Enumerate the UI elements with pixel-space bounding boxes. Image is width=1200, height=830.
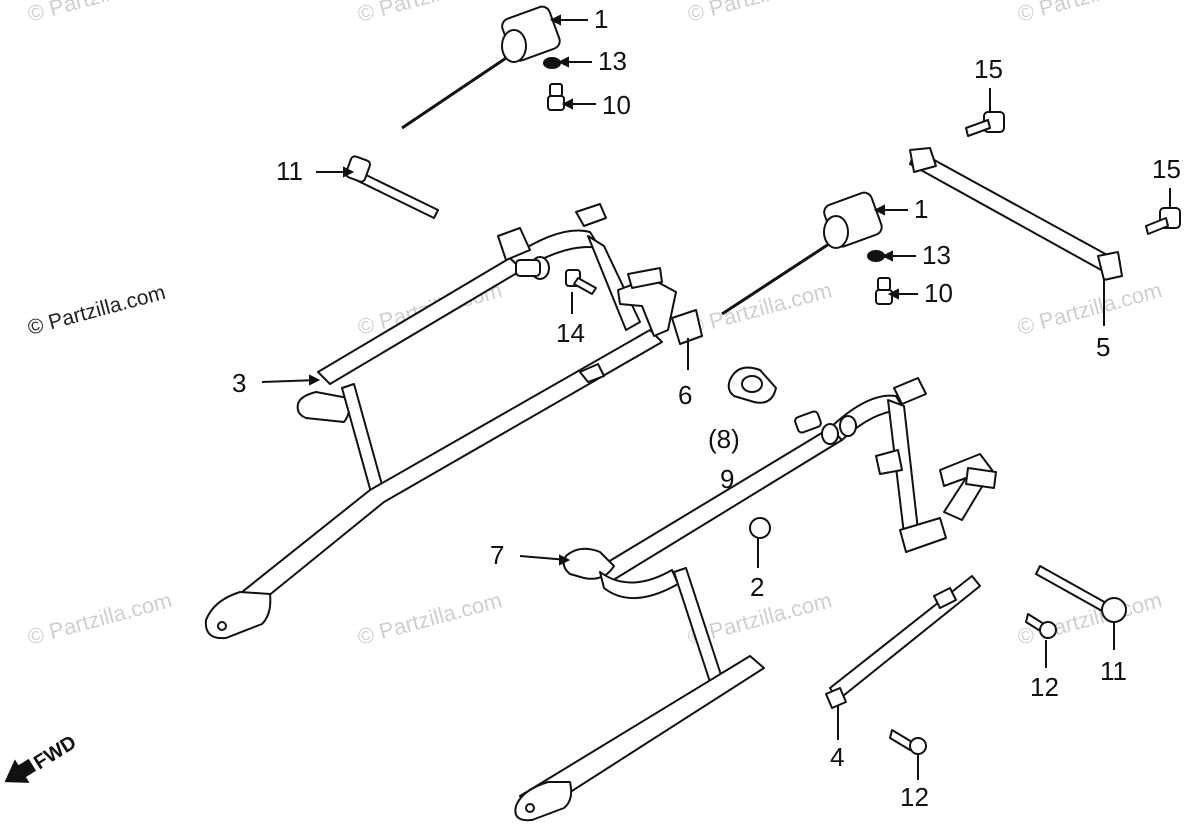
fwd-label: FWD — [30, 731, 80, 774]
callout-4: 4 — [830, 742, 844, 772]
watermark: © Partzilla.com — [1015, 0, 1165, 27]
callout-5: 5 — [1096, 332, 1110, 362]
callout-1: 1 — [594, 4, 608, 34]
callout-6: 6 — [678, 380, 692, 410]
callout-15: 15 — [974, 54, 1003, 84]
callouts: 1 13 10 11 14 3 6 (8) 9 1 13 10 15 15 5 … — [232, 4, 1181, 812]
callout-7: 7 — [490, 540, 504, 570]
callout-11: 11 — [276, 156, 303, 186]
callout-12: 12 — [1030, 672, 1059, 702]
callout-12: 12 — [900, 782, 929, 812]
callout-13: 13 — [598, 46, 627, 76]
part-1-upper-drawing — [401, 5, 561, 130]
callout-2: 2 — [750, 572, 764, 602]
watermark: © Partzilla.com — [1015, 277, 1165, 340]
callout-8: (8) — [708, 424, 740, 454]
main-stand-right-drawing — [514, 377, 997, 822]
watermark: © Partzilla.com — [355, 0, 505, 27]
callout-1: 1 — [914, 194, 928, 224]
callout-13: 13 — [922, 240, 951, 270]
watermark: © Partzilla.com — [355, 587, 505, 650]
leader-lines — [261, 14, 1171, 780]
fwd-indicator: FWD — [4, 731, 80, 783]
callout-14: 14 — [556, 318, 585, 348]
watermark: © Partzilla.com — [25, 587, 175, 650]
watermark-main: © Partzilla.com — [25, 281, 168, 340]
callout-11: 11 — [1100, 656, 1127, 686]
hardware-drawings — [344, 57, 1181, 755]
fwd-arrow-icon — [4, 758, 37, 783]
callout-3: 3 — [232, 368, 246, 398]
watermark: © Partzilla.com — [685, 0, 835, 27]
watermark: © Partzilla.com — [25, 0, 175, 27]
callout-10: 10 — [924, 278, 953, 308]
callout-10: 10 — [602, 90, 631, 120]
watermark: © Partzilla.com — [685, 277, 835, 340]
main-stand-left-drawing — [204, 203, 677, 640]
callout-9: 9 — [720, 464, 734, 494]
callout-15: 15 — [1152, 154, 1181, 184]
